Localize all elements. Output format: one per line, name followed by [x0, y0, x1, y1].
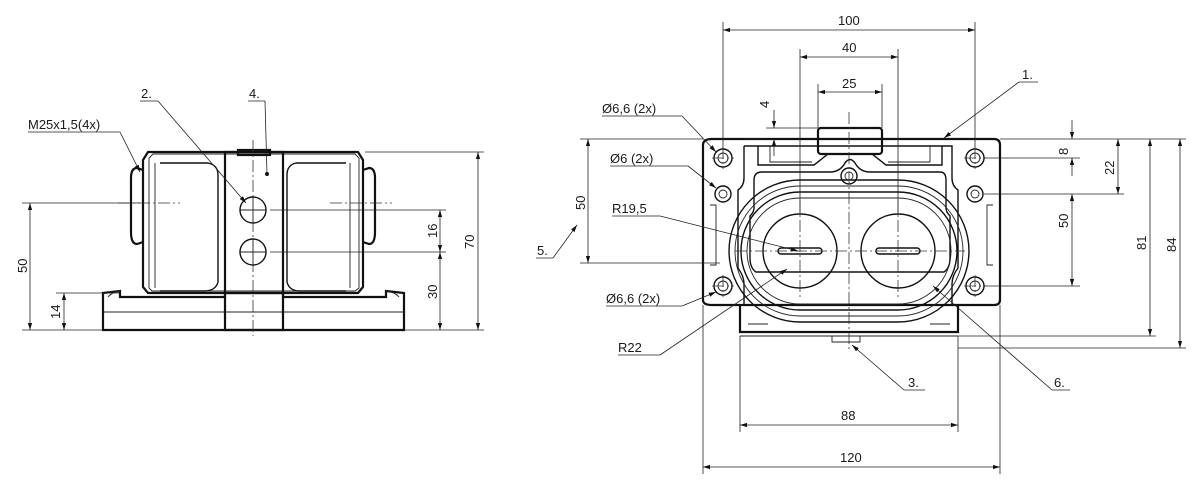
callout-4: 4.	[249, 86, 260, 101]
thread-label: M25x1,5(4x)	[28, 117, 100, 132]
callout-2: 2.	[141, 86, 152, 101]
hole-top-label: Ø6,6 (2x)	[602, 101, 656, 116]
hole-bottom-label: Ø6,6 (2x)	[606, 291, 660, 306]
dim-16: 16	[425, 224, 440, 238]
dim-50-left: 50	[573, 196, 588, 210]
radius-inner-label: R19,5	[612, 201, 647, 216]
dim-88: 88	[841, 408, 855, 423]
dim-81: 81	[1134, 236, 1149, 250]
callout-1: 1.	[1022, 67, 1033, 82]
dim-50-side: 50	[15, 259, 30, 273]
side-view: M25x1,5(4x) 2. 4. 50 14 16 30 70	[15, 86, 484, 336]
dim-8: 8	[1056, 148, 1071, 155]
dim-40: 40	[842, 40, 856, 55]
dim-22: 22	[1102, 161, 1117, 175]
dim-30: 30	[425, 285, 440, 299]
dim-100: 100	[838, 13, 860, 28]
dim-14: 14	[48, 305, 63, 319]
dim-70: 70	[462, 235, 477, 249]
dim-50-right: 50	[1056, 214, 1071, 228]
callout-6: 6.	[1054, 375, 1065, 390]
front-view: 100 40 25 4 88 120 8 22 50 81 84 50 Ø6,6…	[536, 13, 1186, 474]
dim-4: 4	[757, 101, 772, 108]
radius-outer-label: R22	[618, 340, 642, 355]
callout-3: 3.	[908, 375, 919, 390]
hole-mid-label: Ø6 (2x)	[610, 151, 653, 166]
dim-84: 84	[1164, 238, 1179, 252]
callout-5: 5.	[537, 243, 548, 258]
dim-120: 120	[840, 450, 862, 465]
dim-25: 25	[842, 76, 856, 91]
